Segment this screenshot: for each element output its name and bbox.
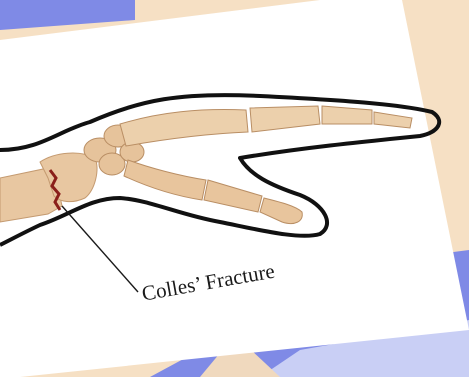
backdrop-blue-top-left: [0, 0, 135, 30]
